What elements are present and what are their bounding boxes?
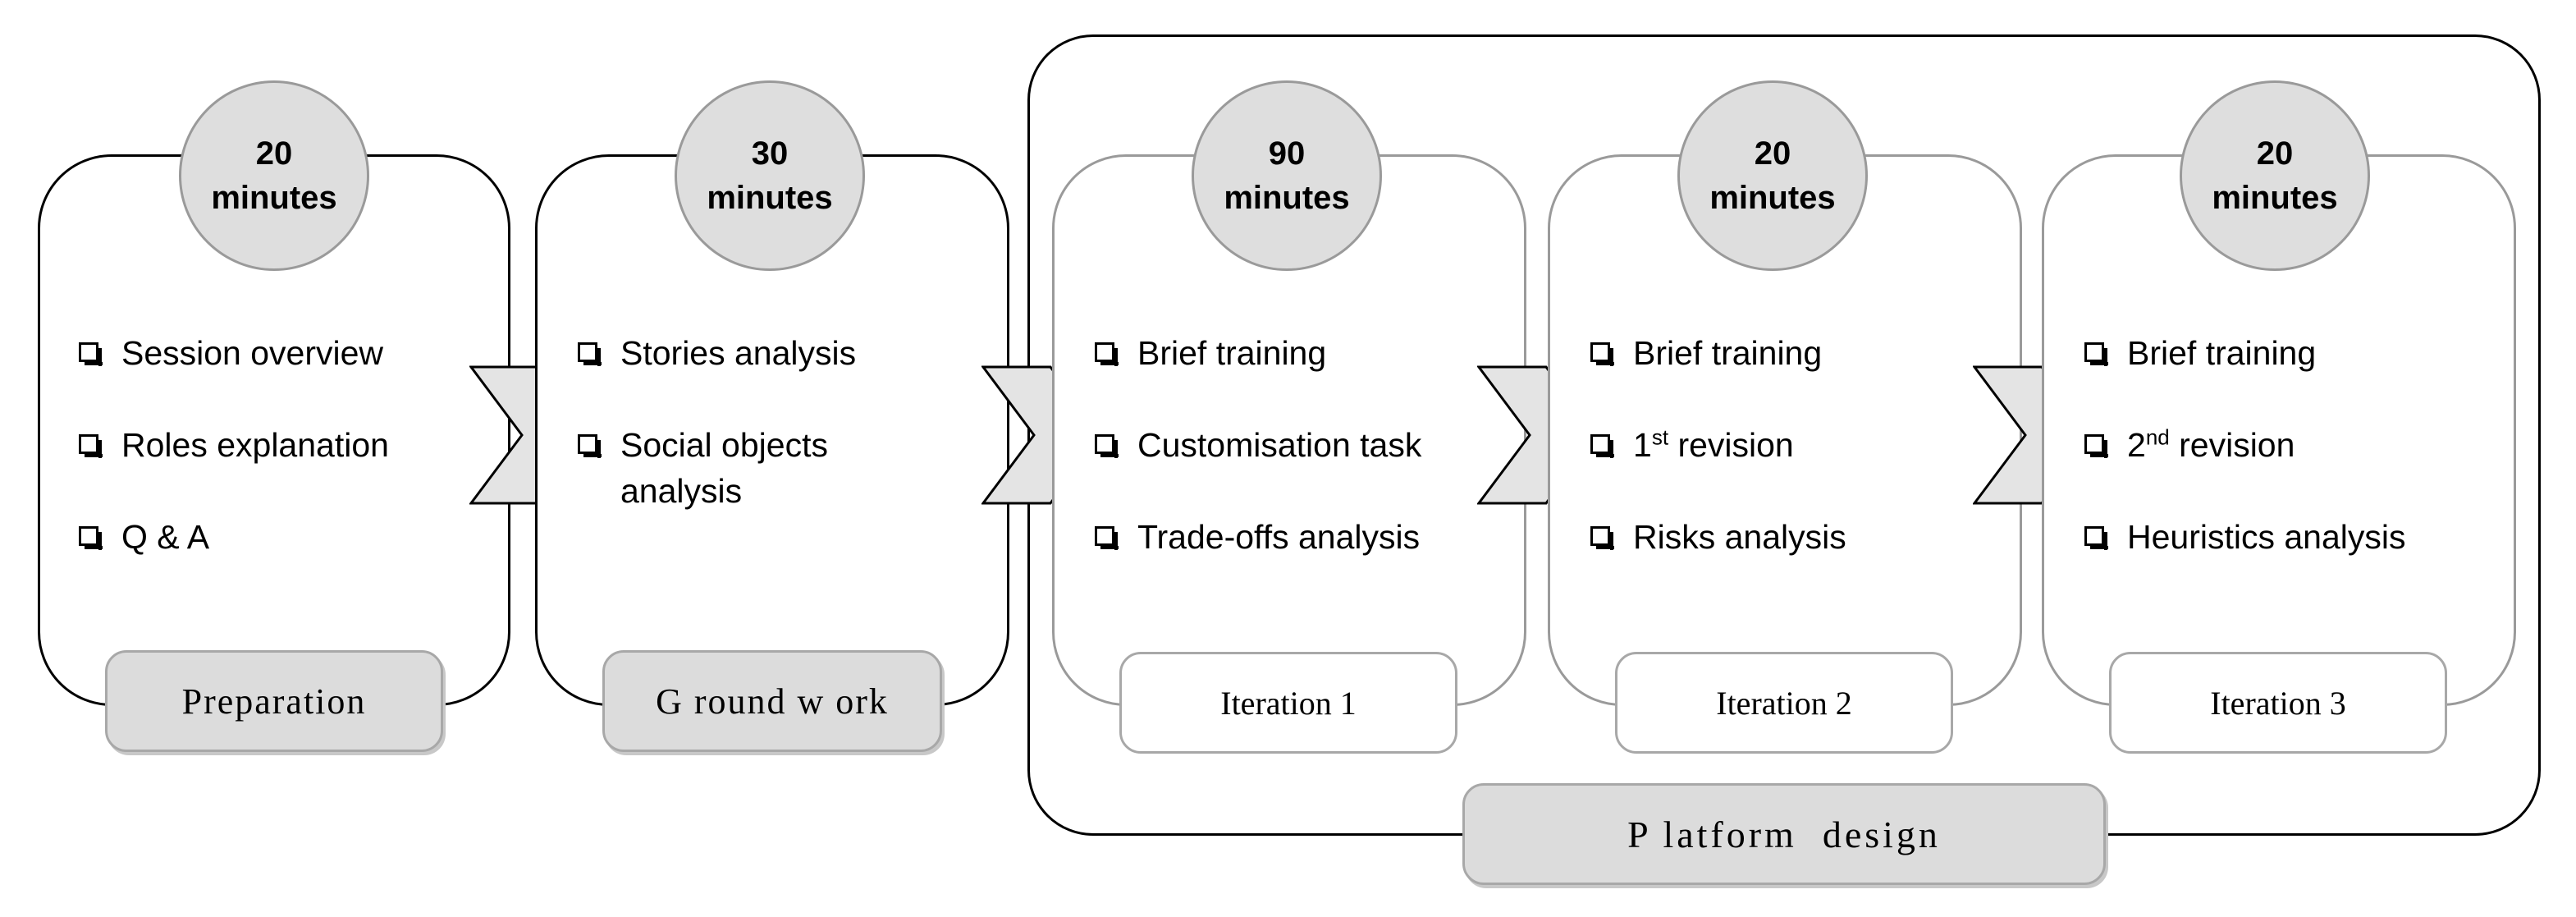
checkbox-icon — [1590, 526, 1614, 550]
task-list-iteration-3: Brief training 2nd revision Heuristics a… — [2084, 330, 2495, 606]
stage-label-iteration-2: Iteration 2 — [1615, 652, 1953, 754]
task-item: Stories analysis — [578, 330, 955, 376]
task-item: Session overview — [79, 330, 489, 376]
duration-circle-iteration-3: 20 minutes — [2180, 80, 2370, 271]
checkbox-icon — [1095, 434, 1119, 458]
stage-label-iteration-1: Iteration 1 — [1119, 652, 1457, 754]
group-label-platform-design: P latform design — [1462, 783, 2106, 885]
duration-value: 90 — [1268, 135, 1306, 172]
duration-unit: minutes — [211, 180, 337, 216]
duration-circle-iteration-2: 20 minutes — [1677, 80, 1868, 271]
duration-value: 30 — [751, 135, 789, 172]
checkbox-icon — [578, 342, 602, 366]
checkbox-icon — [79, 342, 103, 366]
duration-unit: minutes — [2212, 180, 2338, 216]
task-list-groundwork: Stories analysis Social objects analysis — [578, 330, 955, 560]
task-list-preparation: Session overview Roles explanation Q & A — [79, 330, 489, 606]
checkbox-icon — [1095, 526, 1119, 550]
task-item: Brief training — [1095, 330, 1505, 376]
stage-label-preparation: Preparation — [105, 650, 443, 752]
stage-label-iteration-3: Iteration 3 — [2109, 652, 2447, 754]
duration-value: 20 — [1754, 135, 1791, 172]
task-item: Brief training — [1590, 330, 1984, 376]
duration-circle-preparation: 20 minutes — [179, 80, 369, 271]
task-list-iteration-2: Brief training 1st revision Risks analys… — [1590, 330, 1984, 606]
task-item: 2nd revision — [2084, 422, 2495, 468]
duration-value: 20 — [2256, 135, 2294, 172]
stage-label-groundwork: G round w ork — [602, 650, 942, 752]
checkbox-icon — [2084, 342, 2108, 366]
checkbox-icon — [578, 434, 602, 458]
task-item: Roles explanation — [79, 422, 489, 468]
checkbox-icon — [79, 526, 103, 550]
duration-circle-groundwork: 30 minutes — [675, 80, 865, 271]
checkbox-icon — [1590, 342, 1614, 366]
duration-unit: minutes — [1224, 180, 1350, 216]
task-item: Brief training — [2084, 330, 2495, 376]
task-item: Heuristics analysis — [2084, 514, 2495, 560]
task-item: Trade-offs analysis — [1095, 514, 1505, 560]
checkbox-icon — [2084, 526, 2108, 550]
task-item: Q & A — [79, 514, 489, 560]
task-item: Social objects analysis — [578, 422, 916, 514]
task-item: Customisation task — [1095, 422, 1505, 468]
duration-unit: minutes — [707, 180, 833, 216]
checkbox-icon — [1590, 434, 1614, 458]
duration-circle-iteration-1: 90 minutes — [1192, 80, 1382, 271]
task-item: Risks analysis — [1590, 514, 1984, 560]
checkbox-icon — [79, 434, 103, 458]
task-list-iteration-1: Brief training Customisation task Trade-… — [1095, 330, 1505, 606]
checkbox-icon — [2084, 434, 2108, 458]
task-item: 1st revision — [1590, 422, 1984, 468]
duration-value: 20 — [255, 135, 293, 172]
duration-unit: minutes — [1709, 180, 1836, 216]
checkbox-icon — [1095, 342, 1119, 366]
